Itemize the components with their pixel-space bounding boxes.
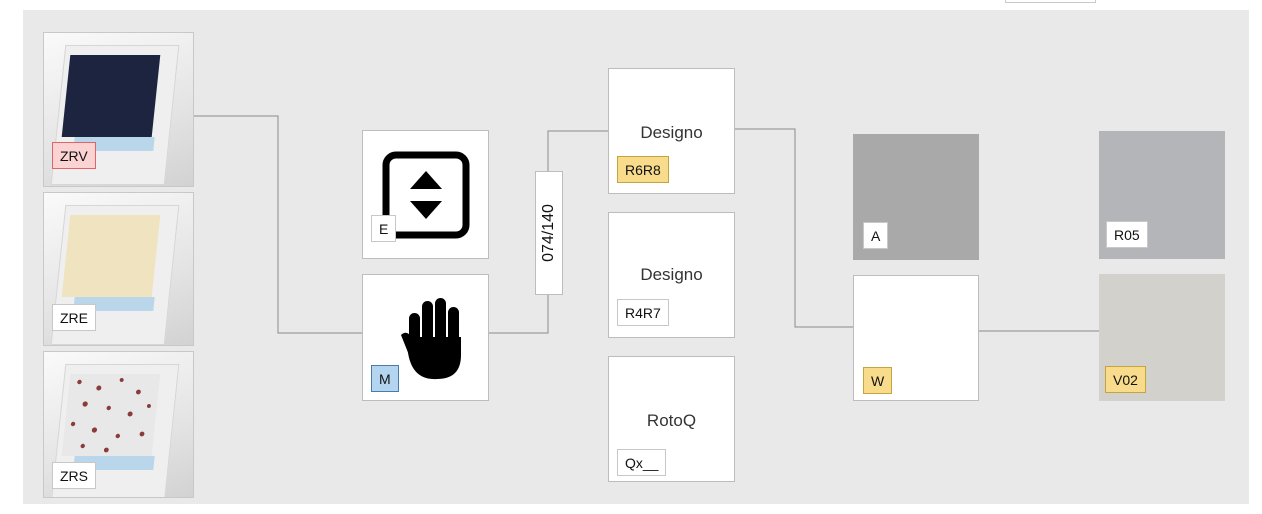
option-manual[interactable]: M — [362, 274, 489, 401]
window-type-name: Designo — [640, 265, 703, 284]
dotted-pattern-icon — [70, 378, 151, 453]
window-type-designo-r4r7[interactable]: Designo R4R7 — [608, 212, 735, 338]
size-code-label: 074/140 — [540, 204, 557, 262]
code-tag-e: E — [371, 215, 397, 242]
code-tag-zrs: ZRS — [52, 462, 96, 489]
frame-color-w[interactable]: W — [853, 275, 979, 401]
hand-icon — [400, 297, 461, 379]
blind-fabric — [61, 374, 161, 456]
connector-size-to-designo — [547, 130, 608, 171]
code-tag-a: A — [863, 222, 889, 249]
top-tab — [1005, 0, 1096, 3]
code-tag-r6r8: R6R8 — [617, 156, 669, 183]
connector-designo-to-white — [734, 128, 854, 328]
window-type-designo-r6r8[interactable]: Designo R6R8 — [608, 68, 735, 194]
code-tag-m: M — [371, 365, 399, 392]
size-code-box: 074/140 — [535, 171, 563, 295]
connector-blind-to-manual — [193, 115, 362, 334]
connector-manual-to-size — [488, 295, 549, 334]
blind-fabric — [61, 215, 161, 297]
blind-zrs[interactable]: ZRS — [43, 351, 194, 498]
window-type-name: Designo — [640, 123, 703, 142]
finish-color-v02[interactable]: V02 — [1099, 274, 1225, 401]
option-electric[interactable]: E — [362, 130, 489, 259]
code-tag-zrv: ZRV — [52, 142, 96, 169]
code-tag-qx: Qx__ — [617, 449, 667, 476]
code-tag-w: W — [863, 367, 893, 394]
frame-color-a[interactable]: A — [853, 134, 979, 260]
blind-fabric — [61, 55, 161, 137]
finish-color-r05[interactable]: R05 — [1099, 131, 1225, 259]
code-tag-r05: R05 — [1106, 221, 1148, 248]
window-type-name: RotoQ — [646, 411, 697, 430]
code-tag-v02: V02 — [1105, 366, 1146, 393]
up-down-arrows-icon — [382, 151, 469, 238]
window-type-rotoq[interactable]: RotoQ Qx__ — [608, 356, 735, 482]
blind-zre[interactable]: ZRE — [43, 192, 194, 346]
blind-zrv[interactable]: ZRV — [43, 32, 194, 187]
code-tag-r4r7: R4R7 — [617, 299, 669, 326]
code-tag-zre: ZRE — [52, 304, 96, 331]
